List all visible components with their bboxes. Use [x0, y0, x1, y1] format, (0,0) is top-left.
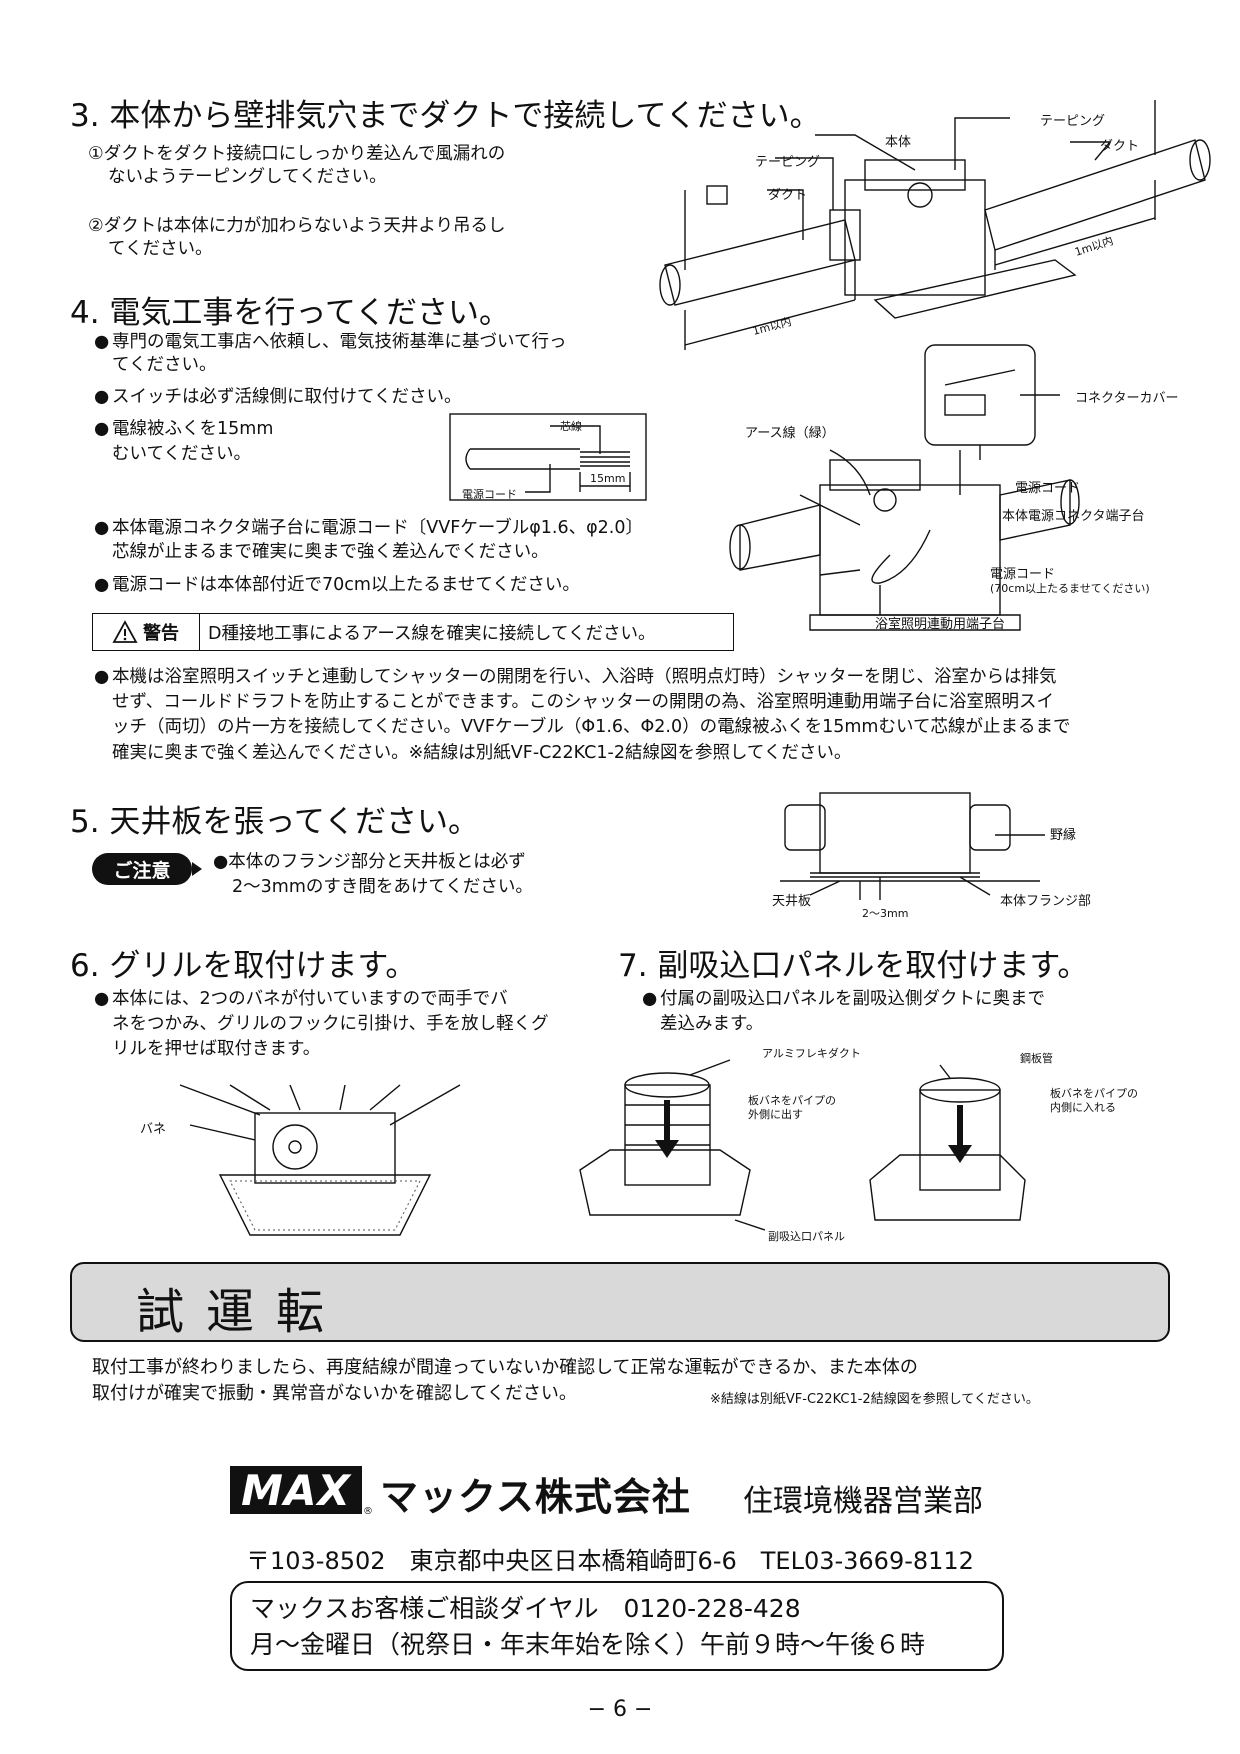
lbl-power-cord: 電源コード	[1015, 481, 1081, 496]
s3-step2-line1: ②ダクトは本体に力が加わらないよう天井より吊るし	[88, 216, 506, 236]
section-6-title: 6. グリルを取付けます。	[70, 948, 417, 984]
warning-box: 警告 D種接地工事によるアース線を確実に接続してください。	[92, 613, 734, 651]
lbl-core-wire: 芯線	[560, 420, 582, 433]
s5-text-line2: 2〜3mmのすき間をあけてください。	[232, 877, 533, 897]
warning-text: D種接地工事によるアース線を確実に接続してください。	[208, 623, 656, 644]
trial-run-banner: 試運転	[70, 1262, 1170, 1342]
s3-step1-line2: ないようテーピングしてください。	[108, 167, 387, 187]
address: 〒103-8502 東京都中央区日本橋箱崎町6-6 TEL03-3669-811…	[246, 1547, 974, 1575]
panel-diagram	[579, 1059, 1026, 1231]
support-dial-box: マックスお客様ご相談ダイヤル 0120-228-428 月〜金曜日（祝祭日・年末…	[230, 1581, 1004, 1671]
company-name: マックス株式会社	[380, 1475, 691, 1519]
support-dial-line2: 月〜金曜日（祝祭日・年末年始を除く）午前９時〜午後６時	[250, 1630, 926, 1659]
lbl-out-line1: 板バネをパイプの	[748, 1094, 836, 1107]
s4-para-line2: せず、コールドドラフトを防止することができます。このシャッターの開閉の為、浴室照…	[112, 692, 1055, 712]
lbl-sub-panel: 副吸込口パネル	[768, 1230, 845, 1243]
s4-bullet1-line2: てください。	[112, 355, 217, 375]
wire-strip-diagram	[449, 413, 647, 501]
lbl-alumi-duct: アルミフレキダクト	[762, 1047, 861, 1060]
s6-text-line2: ネをつかみ、グリルのフックに引掛け、手を放し軽くグ	[112, 1014, 549, 1034]
lbl-body-terminal: 本体電源コネクタ端子台	[1002, 509, 1145, 524]
lbl-power-cord-2: 電源コード	[990, 567, 1056, 582]
department: 住環境機器営業部	[743, 1484, 983, 1519]
lbl-flange: 本体フランジ部	[1000, 894, 1092, 909]
lbl-taping-right: テーピング	[1040, 114, 1106, 129]
s4-bullet1-line1: 専門の電気工事店へ依頼し、電気技術基準に基づいて行っ	[94, 331, 567, 354]
lbl-power-cord-note: (70cm以上たるませてください)	[990, 582, 1150, 595]
s4-bullet4-line2: 芯線が止まるまで確実に奥まで強く差込んでください。	[112, 542, 549, 562]
registered-mark: ®	[363, 1506, 373, 1517]
lbl-gap: 2〜3mm	[862, 907, 909, 920]
lbl-ceiling-board: 天井板	[772, 894, 812, 909]
lbl-honntai: 本体	[885, 135, 912, 150]
lbl-duct-left: ダクト	[768, 188, 808, 203]
s4-bullet5: 電源コードは本体部付近で70cm以上たるませてください。	[94, 574, 580, 597]
s3-step2-line2: てください。	[108, 239, 213, 259]
connector-diagram	[729, 344, 1080, 631]
max-logo: MAX	[230, 1466, 362, 1515]
section-7-title: 7. 副吸込口パネルを取付けます。	[618, 948, 1089, 984]
s7-text-line1: 付属の副吸込口パネルを副吸込側ダクトに奥まで	[642, 988, 1045, 1011]
s4-para-line1: 本機は浴室照明スイッチと連動してシャッターの開閉を行い、入浴時（照明点灯時）シャ…	[94, 666, 1056, 689]
duct-diagram	[659, 100, 1211, 350]
warning-label: 警告	[143, 623, 179, 644]
s4-para-line3: ッチ（両切）の片一方を接続してください。VVFケーブル（Φ1.6、Φ2.0）の電…	[112, 717, 1071, 737]
lbl-connector-cover: コネクターカバー	[1075, 391, 1179, 406]
support-dial-line1: マックスお客様ご相談ダイヤル 0120-228-428	[250, 1594, 801, 1623]
s4-bullet3-line1: 電線被ふくを15mm	[94, 418, 273, 441]
warning-head: 警告	[93, 614, 200, 650]
s6-text-line1: 本体には、2つのバネが付いていますので両手でバ	[94, 988, 508, 1011]
lbl-wire-cord: 電源コード	[462, 488, 517, 501]
lbl-duct-right: ダクト	[1100, 139, 1140, 154]
grille-diagram	[179, 1084, 461, 1236]
s4-bullet3-line2: むいてください。	[112, 444, 251, 464]
section-5-title: 5. 天井板を張ってください。	[70, 804, 479, 840]
section-3-title: 3. 本体から壁排気穴までダクトで接続してください。	[70, 98, 821, 134]
lbl-15mm: 15mm	[590, 472, 626, 485]
trial-text-line1: 取付工事が終わりましたら、再度結線が間違っていないか確認して正常な運転ができるか…	[92, 1357, 918, 1378]
section-4-title: 4. 電気工事を行ってください。	[70, 295, 510, 331]
s4-para-line4: 確実に奥まで強く差込んでください。※結線は別紙VF-C22KC1-2結線図を参照…	[112, 743, 852, 763]
s7-text-line2: 差込みます。	[660, 1014, 764, 1034]
lbl-earth-wire: アース線（緑）	[745, 426, 835, 441]
caution-badge: ご注意	[92, 853, 202, 885]
trial-note: ※結線は別紙VF-C22KC1-2結線図を参照してください。	[710, 1392, 1039, 1407]
lbl-light-terminal: 浴室照明連動用端子台	[875, 617, 1006, 632]
lbl-steel-pipe: 鋼板管	[1020, 1052, 1053, 1065]
lbl-in-line1: 板バネをパイプの	[1050, 1087, 1138, 1100]
lbl-nobuchi: 野縁	[1050, 828, 1077, 843]
s5-text-line1: ●本体のフランジ部分と天井板とは必ず	[213, 852, 526, 872]
s4-bullet2: スイッチは必ず活線側に取付けてください。	[94, 386, 462, 409]
s6-text-line3: リルを押せば取付きます。	[112, 1039, 321, 1059]
s3-step1-line1: ①ダクトをダクト接続口にしっかり差込んで風漏れの	[88, 144, 506, 164]
s4-bullet4-line1: 本体電源コネクタ端子台に電源コード〔VVFケーブルφ1.6、φ2.0〕	[94, 517, 643, 540]
trial-run-title: 試運転	[136, 1284, 347, 1340]
trial-text-line2: 取付けが確実で振動・異常音がないかを確認してください。	[92, 1383, 577, 1404]
warning-triangle-icon	[112, 620, 138, 643]
lbl-in-line2: 内側に入れる	[1050, 1101, 1116, 1114]
lbl-out-line2: 外側に出す	[748, 1108, 803, 1121]
page-number: − 6 −	[587, 1697, 653, 1722]
lbl-taping-left: テーピング	[755, 155, 821, 170]
lbl-bane: バネ	[140, 1122, 167, 1137]
flange-diagram	[780, 792, 1045, 900]
